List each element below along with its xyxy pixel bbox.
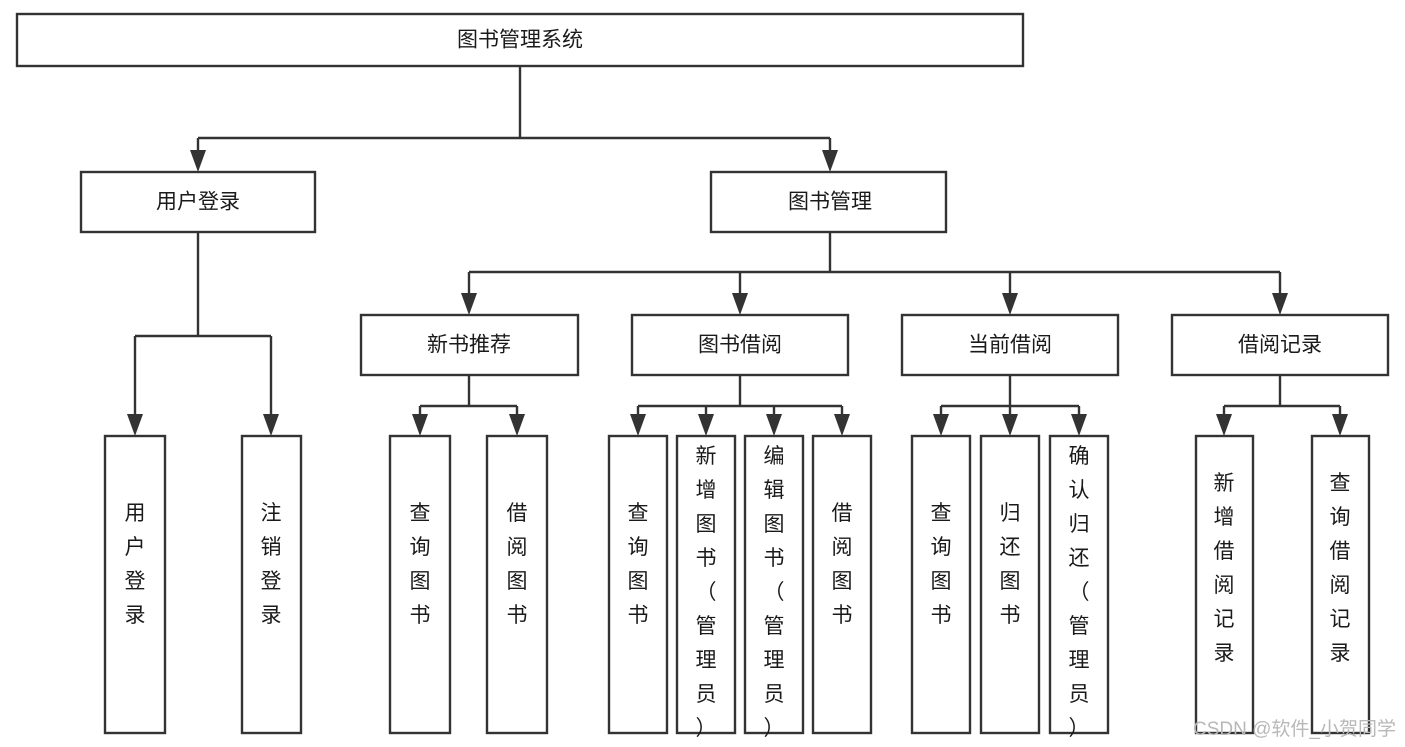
leaf-node-bb-edit-book[interactable]: 编辑图书（管理员）: [743, 434, 805, 740]
leaf-node-bb-query-book[interactable]: 查询图书: [607, 434, 669, 735]
node-current-borrow-box: [900, 313, 1120, 377]
node-current-borrow-label: 当前借阅: [968, 334, 1052, 357]
leaf-node-br-query-record[interactable]: 查询借阅记录: [1310, 434, 1371, 735]
arrowhead-user-login: [190, 150, 206, 172]
arrowhead-bb-leaf2: [698, 414, 714, 436]
leaf-box: [910, 434, 972, 735]
leaf-box: [979, 434, 1041, 735]
leaf-node-cb-return-book[interactable]: 归还图书: [979, 434, 1041, 735]
leaf-box: [675, 434, 737, 735]
leaf-box: [103, 434, 167, 735]
node-book-management-label: 图书管理: [788, 191, 872, 214]
leaf-node-nb-borrow-book[interactable]: 借阅图书: [485, 434, 549, 735]
arrowhead-bb-leaf1: [630, 414, 646, 436]
leaf-label-nb-query-book: 查询图书: [410, 502, 431, 627]
leaf-box: [388, 434, 452, 735]
leaf-label-br-add-record: 新增借阅记录: [1214, 472, 1235, 665]
node-borrow-record-box: [1170, 313, 1390, 377]
arrowhead-nb-leaf2: [509, 414, 525, 436]
leaf-box: [485, 434, 549, 735]
node-current-borrow[interactable]: 当前借阅: [900, 313, 1120, 377]
node-root-system[interactable]: 图书管理系统: [15, 12, 1025, 68]
leaf-label-cb-confirm-return: 确认归还（管理员）: [1069, 445, 1090, 740]
node-user-login-box: [79, 170, 317, 234]
leaf-box: [1194, 434, 1255, 735]
node-book-borrow-box: [630, 313, 850, 377]
leaf-box: [1048, 434, 1110, 735]
leaf-label-user-logout: 注销登录: [261, 502, 282, 627]
leaf-box: [1310, 434, 1371, 735]
node-user-login-label: 用户登录: [156, 191, 240, 214]
leaf-node-br-add-record[interactable]: 新增借阅记录: [1194, 434, 1255, 735]
node-book-borrow[interactable]: 图书借阅: [630, 313, 850, 377]
leaf-label-bb-edit-book: 编辑图书（管理员）: [764, 445, 785, 740]
node-new-book-recommend-label: 新书推荐: [427, 334, 511, 357]
arrowhead-bb-leaf4: [834, 414, 850, 436]
leaf-label-nb-borrow-book: 借阅图书: [507, 502, 528, 627]
node-root-label: 图书管理系统: [457, 29, 583, 52]
arrowhead-l3-borrow-record: [1272, 293, 1288, 315]
arrowhead-cb-leaf1: [933, 414, 949, 436]
node-new-book-recommend-box: [359, 313, 580, 377]
leaf-box: [743, 434, 805, 735]
leaf-node-nb-query-book[interactable]: 查询图书: [388, 434, 452, 735]
node-book-borrow-label: 图书借阅: [698, 334, 782, 357]
leaf-node-user-logout[interactable]: 注销登录: [240, 434, 303, 735]
node-borrow-record-label: 借阅记录: [1238, 334, 1322, 357]
node-book-management-box: [709, 170, 948, 234]
node-user-login[interactable]: 用户登录: [79, 170, 317, 234]
node-root-box: [15, 12, 1025, 68]
leaf-label-user-login: 用户登录: [125, 502, 146, 627]
arrowhead-br-leaf1: [1216, 414, 1232, 436]
arrowhead-l3-new-book: [461, 293, 477, 315]
leaf-box: [811, 434, 873, 735]
arrowhead-book-mgmt: [822, 150, 838, 172]
leaf-node-bb-borrow-book[interactable]: 借阅图书: [811, 434, 873, 735]
arrowhead-cb-leaf2: [1002, 414, 1018, 436]
leaf-label-br-query-record: 查询借阅记录: [1330, 472, 1351, 665]
leaf-node-cb-confirm-return[interactable]: 确认归还（管理员）: [1048, 434, 1110, 740]
leaf-node-cb-query-book[interactable]: 查询图书: [910, 434, 972, 735]
leaf-label-bb-query-book: 查询图书: [628, 502, 649, 627]
node-borrow-record[interactable]: 借阅记录: [1170, 313, 1390, 377]
node-new-book-recommend[interactable]: 新书推荐: [359, 313, 580, 377]
arrowhead-l3-current-borrow: [1002, 293, 1018, 315]
leaf-node-bb-add-book[interactable]: 新增图书（管理员）: [675, 434, 737, 740]
arrowhead-cb-leaf3: [1071, 414, 1087, 436]
csdn-watermark: CSDN @软件_小贺同学: [1193, 718, 1396, 740]
node-book-management[interactable]: 图书管理: [709, 170, 948, 234]
leaf-label-bb-add-book: 新增图书（管理员）: [696, 445, 717, 740]
arrowhead-ul-leaf2: [263, 414, 279, 436]
arrowhead-l3-book-borrow: [732, 293, 748, 315]
leaf-label-bb-borrow-book: 借阅图书: [832, 502, 853, 627]
leaf-label-cb-return-book: 归还图书: [1000, 502, 1021, 627]
leaf-box: [607, 434, 669, 735]
arrowhead-ul-leaf1: [127, 414, 143, 436]
leaf-box: [240, 434, 303, 735]
leaf-label-cb-query-book: 查询图书: [931, 502, 952, 627]
leaf-node-user-login-login[interactable]: 用户登录: [103, 434, 167, 735]
arrowhead-br-leaf2: [1332, 414, 1348, 436]
connector-layer: [127, 66, 1348, 436]
arrowhead-nb-leaf1: [412, 414, 428, 436]
arrowhead-bb-leaf3: [766, 414, 782, 436]
